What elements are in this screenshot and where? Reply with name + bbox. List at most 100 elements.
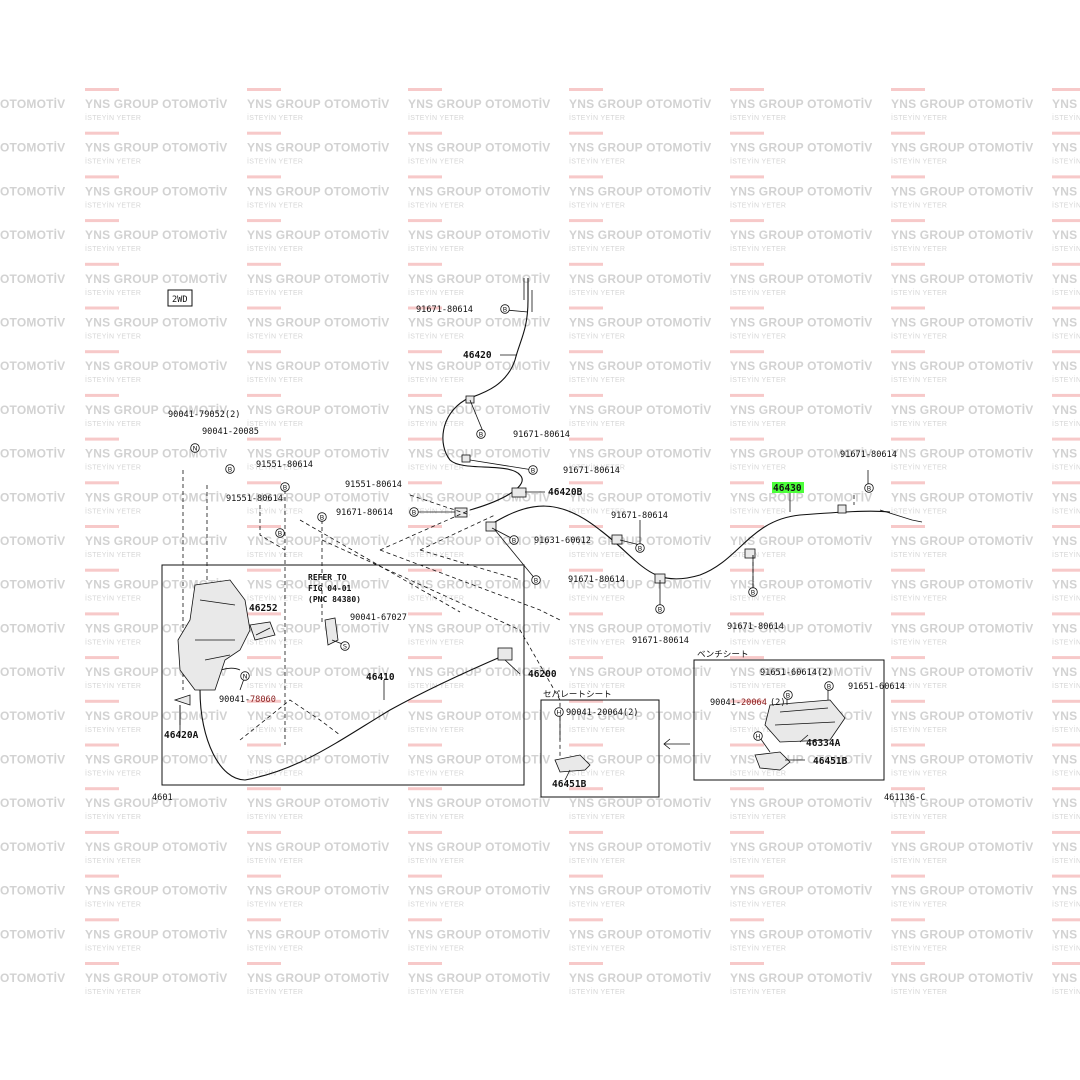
watermark-slogan: İSTEYİN YETER [85,244,141,253]
watermark-bar [891,962,925,965]
watermark-bar [569,568,603,572]
bracket-46451B-left [554,754,591,773]
watermark-slogan: İSTEYİN YETER [730,594,786,603]
watermark-text: OTOMOTİV [0,227,65,242]
watermark-text: OTOMOTİV [0,708,65,723]
watermark-bar [891,612,925,616]
watermark-text: YNS GROUP OTOMOTİV [408,883,551,898]
watermark-bar [891,393,925,397]
watermark-slogan: İSTEYİN YETER [85,332,141,341]
watermark-slogan: İSTEYİN YETER [891,332,947,341]
watermark-text: YNS GROUP OTOMOTİV [1052,620,1080,635]
watermark-bar [247,568,281,572]
watermark-bar [569,393,603,397]
watermark-slogan: İSTEYİN YETER [408,463,464,472]
watermark-text: YNS GROUP OTOMOTİV [247,227,390,242]
watermark-bar [730,393,764,397]
watermark-text: OTOMOTİV [0,96,65,111]
watermark-bar [891,699,925,703]
watermark-bar [247,175,281,179]
watermark-bar [730,219,764,223]
watermark-bar [85,962,119,965]
callout-90041-78060-suffix: 78060 [250,695,276,705]
watermark-bar [247,787,281,791]
watermark-text: YNS GROUP OTOMOTİV [1052,708,1080,723]
watermark-text: YNS GROUP OTOMOTİV [85,227,228,242]
watermark-slogan: İSTEYİN YETER [569,550,625,559]
watermark-slogan: İSTEYİN YETER [730,288,786,297]
callout-91551-a: 91551-80614 [256,460,313,470]
watermark-bar [247,437,281,441]
watermark-text: YNS GROUP OTOMOTİV [891,183,1034,198]
watermark-slogan: İSTEYİN YETER [569,637,625,646]
watermark-bar [85,830,119,834]
watermark-bar [247,743,281,747]
watermark-slogan: İSTEYİN YETER [891,725,947,734]
watermark-slogan: İSTEYİN YETER [1052,375,1080,384]
watermark-text: YNS GROUP OTOMOTİV [569,620,712,635]
watermark-bar [408,525,442,528]
bracket-46252 [249,621,276,641]
watermark-bar [1052,568,1080,572]
watermark-bar [1052,612,1080,616]
watermark-text: YNS GROUP OTOMOTİV [1052,926,1080,941]
watermark-text: YNS GROUP OTOMOTİV [85,883,228,898]
watermark-slogan: İSTEYİN YETER [247,856,303,865]
watermark-text: YNS GROUP OTOMOTİV [247,664,390,679]
cable-46420-end [523,278,533,312]
watermark-slogan: İSTEYİN YETER [247,987,303,996]
watermark-slogan: İSTEYİN YETER [85,113,141,122]
watermark-text: YNS GROUP OTOMOTİV [891,227,1034,242]
watermark-slogan: İSTEYİN YETER [730,244,786,253]
part-46451B-left: 46451B [552,779,587,790]
watermark-slogan: İSTEYİN YETER [569,200,625,209]
watermark-slogan: İSTEYİN YETER [891,157,947,166]
watermark-text: YNS GROUP OTOMOTİV [247,140,390,155]
bracket-46451B-right [754,751,791,771]
watermark-bar [247,699,281,703]
watermark-text: YNS GROUP OTOMOTİV [85,140,228,155]
watermark-bar [408,962,442,965]
highlight-46430 [772,482,804,493]
watermark-bar [569,306,603,310]
variant-box [167,289,193,307]
watermark-slogan: İSTEYİN YETER [891,463,947,472]
watermark-bar [408,830,442,834]
watermark-text: YNS GROUP OTOMOTİV [247,533,390,548]
watermark-text: YNS GROUP OTOMOTİV [569,795,712,810]
watermark-slogan: İSTEYİN YETER [1052,637,1080,646]
part-46420: 46420 [463,350,492,361]
svg-text:B: B [827,683,831,691]
watermark-slogan: İSTEYİN YETER [85,463,141,472]
watermark-slogan: İSTEYİN YETER [1052,332,1080,341]
watermark-text: YNS GROUP OTOMOTİV [730,489,873,504]
watermark-text: YNS GROUP OTOMOTİV [730,140,873,155]
watermark-text: YNS GROUP OTOMOTİV [1052,883,1080,898]
watermark-slogan: İSTEYİN YETER [569,594,625,603]
watermark-text: YNS GROUP OTOMOTİV [891,96,1034,111]
watermark-bar [1052,131,1080,135]
watermark-bar [85,262,119,266]
watermark-bar [247,612,281,616]
watermark-bar [730,918,764,922]
watermark-text: YNS GROUP OTOMOTİV [1052,752,1080,767]
watermark-slogan: İSTEYİN YETER [1052,943,1080,952]
watermark-slogan: İSTEYİN YETER [891,506,947,515]
watermark-text: YNS GROUP OTOMOTİV [408,271,551,286]
watermark-bar [247,306,281,310]
watermark-slogan: İSTEYİN YETER [85,550,141,559]
watermark-slogan: İSTEYİN YETER [730,550,786,559]
watermark-text: YNS GROUP OTOMOTİV [247,96,390,111]
watermark-text: YNS GROUP OTOMOTİV [85,970,228,985]
watermark-slogan: İSTEYİN YETER [569,375,625,384]
watermark-text: YNS GROUP OTOMOTİV [1052,271,1080,286]
watermark-text: YNS GROUP OTOMOTİV [569,883,712,898]
watermark-text: YNS GROUP OTOMOTİV [1052,140,1080,155]
clamp-part [324,617,339,646]
watermark-text: OTOMOTİV [0,795,65,810]
watermark-bar [408,262,442,266]
watermark-text: YNS GROUP OTOMOTİV [730,795,873,810]
svg-text:H: H [756,733,761,741]
watermark-text: YNS GROUP OTOMOTİV [730,577,873,592]
